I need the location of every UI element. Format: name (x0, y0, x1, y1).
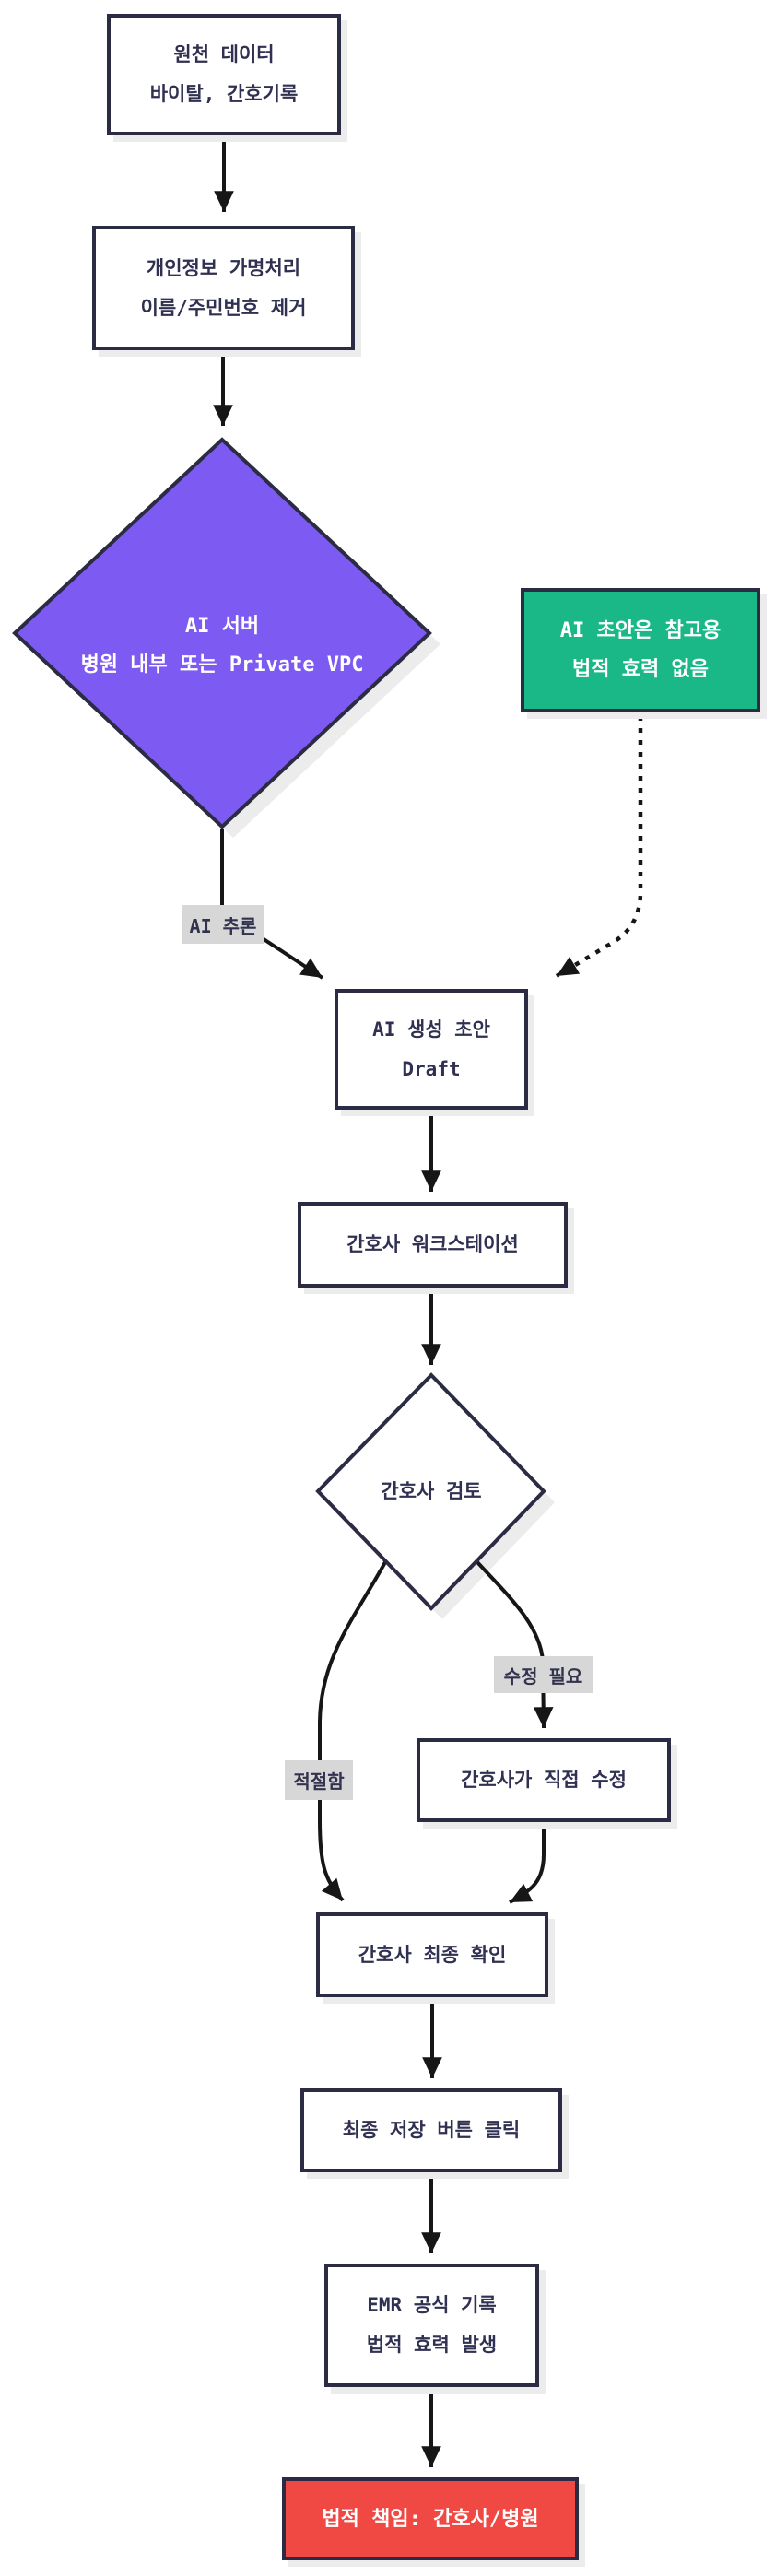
edge-label-to-draft (256, 934, 324, 980)
node-ai-note-line2: 법적 효력 없음 (572, 657, 709, 681)
node-final-confirm: 간호사 최종 확인 (316, 1912, 548, 1997)
node-workstation-line1: 간호사 워크스테이션 (346, 1233, 519, 1255)
edge-label-needs-edit: 수정 필요 (494, 1656, 593, 1693)
edge-note-to-draft-dotted (555, 716, 643, 978)
review-diamond-label: 간호사 검토 (381, 1472, 481, 1511)
ai-server-line2: 병원 내부 또는 Private VPC (80, 653, 364, 676)
node-emr-record: EMR 공식 기록 법적 효력 발생 (324, 2264, 539, 2387)
node-source-line1: 원천 데이터 (173, 43, 275, 65)
node-emr-record-line1: EMR 공식 기록 (367, 2294, 497, 2316)
node-draft-line2: Draft (402, 1057, 461, 1080)
node-nurse-edit-line1: 간호사가 직접 수정 (461, 1769, 627, 1791)
node-anonymize-line1: 개인정보 가명처리 (146, 256, 301, 279)
ai-server-diamond-label: AI 서버 병원 내부 또는 Private VPC (81, 607, 364, 685)
node-draft-line1: AI 생성 초안 (372, 1017, 490, 1041)
node-nurse-edit: 간호사가 직접 수정 (417, 1738, 671, 1822)
node-anonymize: 개인정보 가명처리 이름/주민번호 제거 (92, 226, 355, 350)
node-workstation: 간호사 워크스테이션 (298, 1202, 568, 1288)
ai-server-line1: AI 서버 (184, 615, 260, 638)
node-liability-line1: 법적 책임: 간호사/병원 (322, 2507, 539, 2531)
node-ai-note: AI 초안은 참고용 법적 효력 없음 (521, 588, 760, 712)
edge-label-appropriate-text: 적절함 (293, 1770, 345, 1793)
review-line1: 간호사 검토 (381, 1480, 482, 1502)
edge-label-ai-inference-text: AI 추론 (189, 914, 257, 937)
node-ai-note-line1: AI 초안은 참고용 (559, 618, 722, 642)
node-final-confirm-line1: 간호사 최종 확인 (358, 1943, 507, 1966)
edge-review-to-confirm-appropriate (318, 1561, 387, 1902)
node-source-line2: 바이탈, 간호기록 (149, 83, 299, 105)
node-emr-record-line2: 법적 효력 발생 (366, 2334, 498, 2356)
node-save-click: 최종 저장 버튼 클릭 (300, 2088, 562, 2172)
edge-label-appropriate: 적절함 (285, 1760, 353, 1800)
review-diamond (315, 1372, 546, 1611)
edge-review-to-edit-needs-fix (476, 1560, 554, 1729)
node-anonymize-line2: 이름/주민번호 제거 (140, 296, 307, 319)
edge-label-ai-inference: AI 추론 (182, 905, 264, 944)
edge-label-needs-edit-text: 수정 필요 (503, 1664, 583, 1688)
edge-edit-to-confirm (509, 1826, 546, 1904)
node-draft: AI 생성 초안 Draft (335, 989, 528, 1110)
ai-server-diamond (12, 437, 432, 829)
node-liability: 법적 책임: 간호사/병원 (282, 2477, 579, 2560)
node-source-data: 원천 데이터 바이탈, 간호기록 (107, 14, 341, 135)
node-save-click-line1: 최종 저장 버튼 클릭 (342, 2119, 521, 2141)
